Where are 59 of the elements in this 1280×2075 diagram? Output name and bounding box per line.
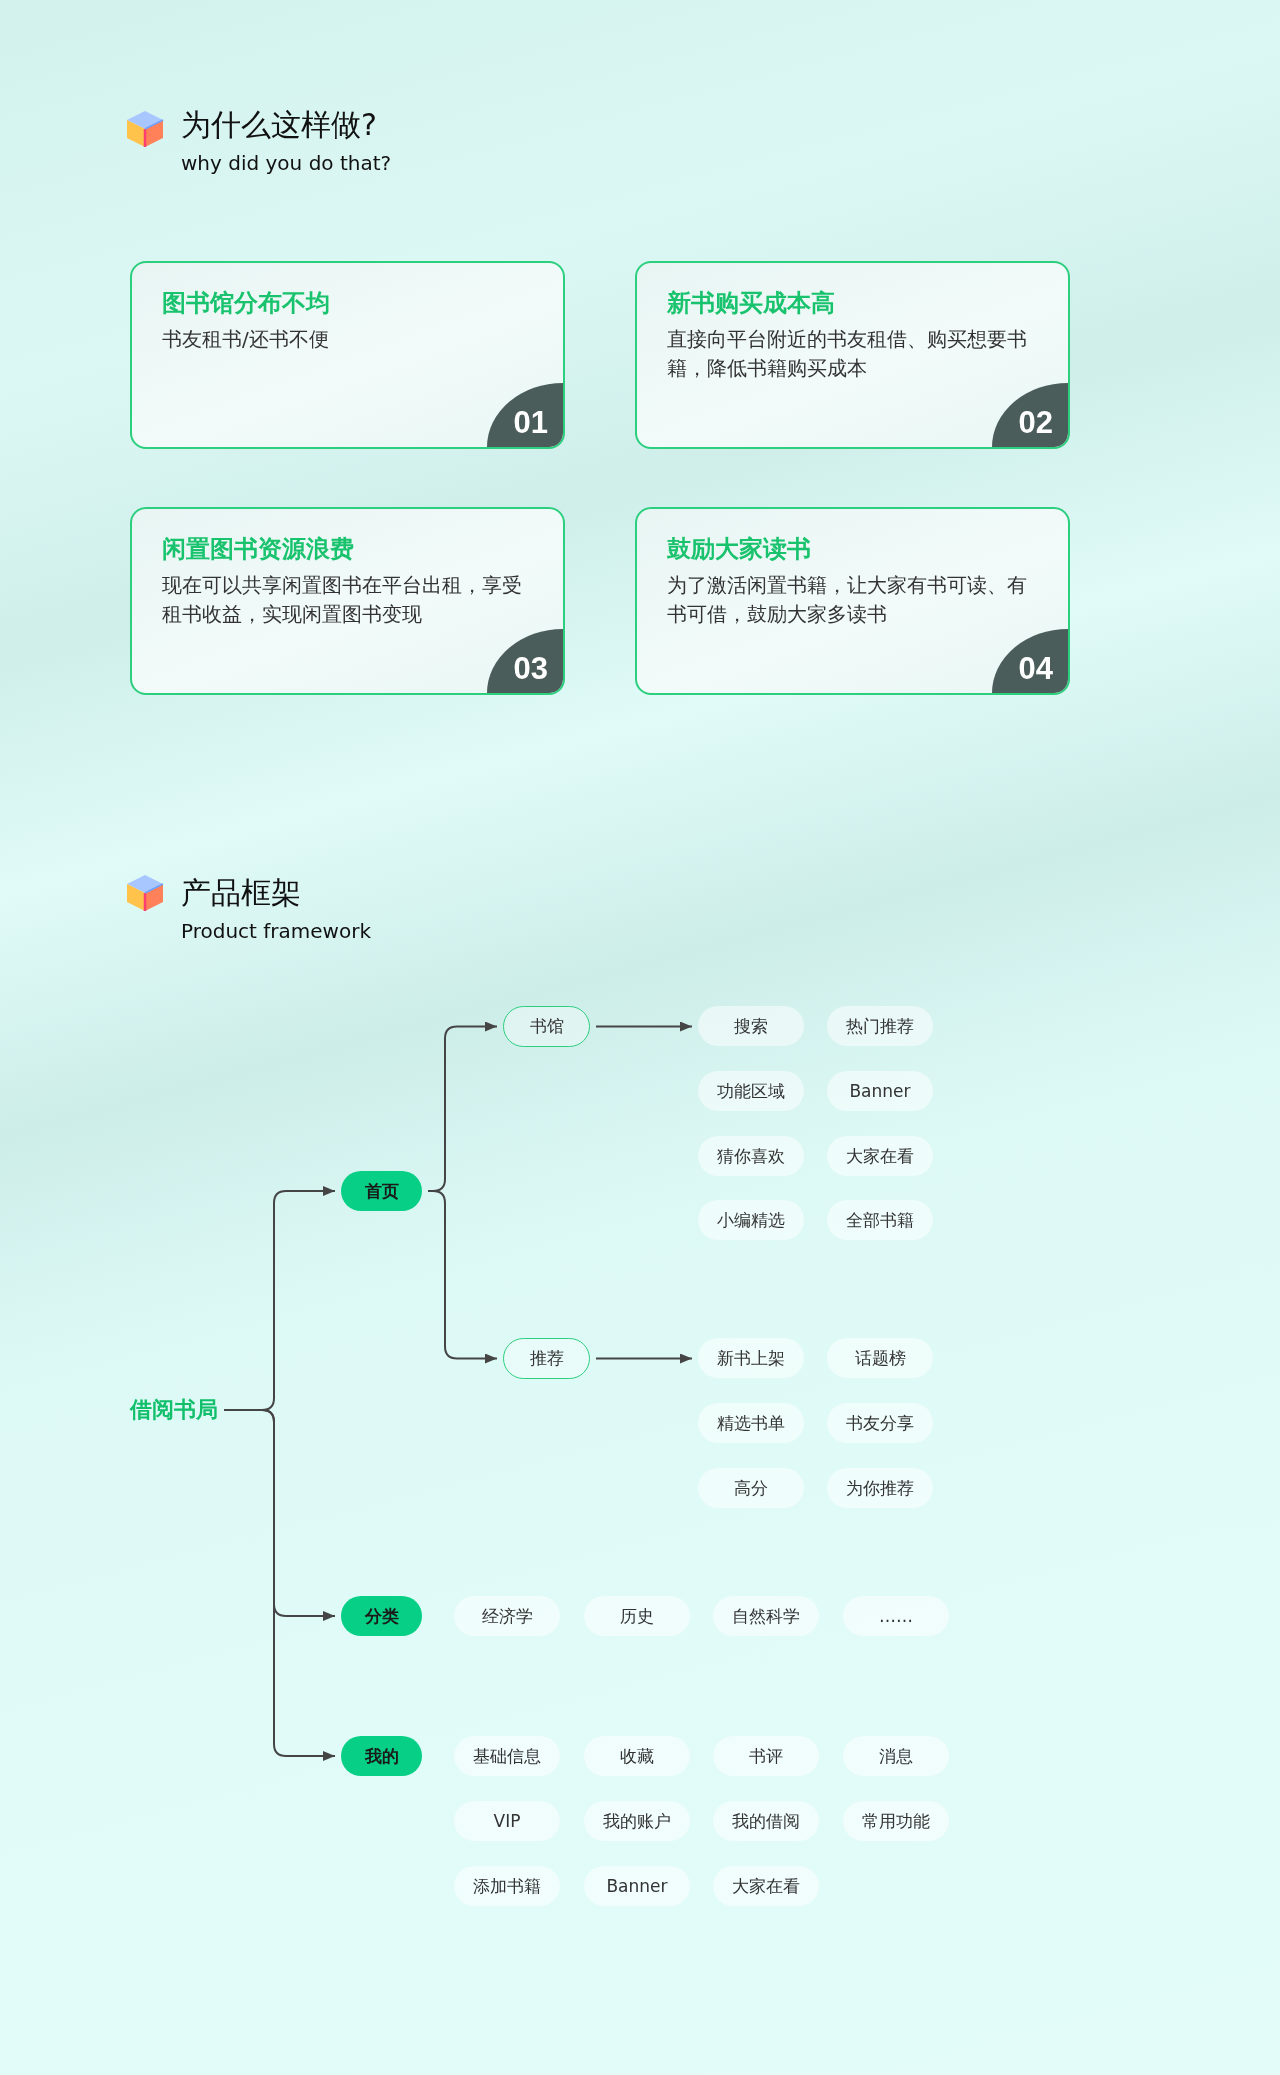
feature-item: 小编精选 (698, 1200, 804, 1240)
feature-item: 大家在看 (827, 1136, 933, 1176)
arrow (223, 1409, 336, 1761)
feature-item: 书友分享 (827, 1403, 933, 1443)
reason-card (130, 261, 565, 449)
number-badge: 03 (487, 629, 563, 693)
card-text: 书友租书/还书不便 (162, 326, 329, 353)
number-badge: 02 (992, 383, 1068, 447)
feature-item: 热门推荐 (827, 1006, 933, 1046)
reason-card (635, 507, 1070, 695)
root-topic: 借阅书局 (130, 1396, 218, 1424)
feature-item: 高分 (698, 1468, 804, 1508)
feature-item: 全部书籍 (827, 1200, 933, 1240)
subtopic: 书馆 (503, 1006, 590, 1047)
main-topic: 分类 (341, 1596, 422, 1636)
subtopic: 推荐 (503, 1338, 590, 1379)
feature-item: …… (843, 1596, 949, 1636)
feature-item: 常用功能 (843, 1801, 949, 1841)
arrow (595, 1021, 693, 1032)
feature-item: 新书上架 (698, 1338, 804, 1378)
feature-item: Banner (584, 1866, 690, 1906)
feature-item: Banner (827, 1071, 933, 1111)
arrow (595, 1353, 693, 1364)
feature-item: 历史 (584, 1596, 690, 1636)
section-subheading: Product framework (181, 919, 371, 944)
feature-item: VIP (454, 1801, 560, 1841)
main-topic: 我的 (341, 1736, 422, 1776)
card-title: 鼓励大家读书 (667, 534, 811, 565)
card-text: 现在可以共享闲置图书在平台出租，享受租书收益，实现闲置图书变现 (162, 572, 523, 628)
main-topic: 首页 (341, 1171, 422, 1211)
feature-item: 为你推荐 (827, 1468, 933, 1508)
section-heading: 产品框架 (181, 874, 301, 912)
reason-card (130, 507, 565, 695)
section-heading: 为什么这样做? (181, 106, 377, 144)
feature-item: 收藏 (584, 1736, 690, 1776)
number-badge: 01 (487, 383, 563, 447)
reason-card (635, 261, 1070, 449)
card-title: 图书馆分布不均 (162, 288, 330, 319)
feature-item: 话题榜 (827, 1338, 933, 1378)
number-badge: 04 (992, 629, 1068, 693)
feature-item: 消息 (843, 1736, 949, 1776)
card-title: 闲置图书资源浪费 (162, 534, 354, 565)
feature-item: 添加书籍 (454, 1866, 560, 1906)
feature-item: 书评 (713, 1736, 819, 1776)
section-subheading: why did you do that? (181, 151, 392, 176)
card-title: 新书购买成本高 (667, 288, 835, 319)
feature-item: 大家在看 (713, 1866, 819, 1906)
card-text: 为了激活闲置书籍，让大家有书可读、有书可借，鼓励大家多读书 (667, 572, 1028, 628)
feature-item: 搜索 (698, 1006, 804, 1046)
feature-item: 我的账户 (584, 1801, 690, 1841)
feature-item: 基础信息 (454, 1736, 560, 1776)
feature-item: 猜你喜欢 (698, 1136, 804, 1176)
feature-item: 功能区域 (698, 1071, 804, 1111)
arrow (427, 1190, 498, 1364)
feature-item: 经济学 (454, 1596, 560, 1636)
feature-item: 精选书单 (698, 1403, 804, 1443)
feature-item: 自然科学 (713, 1596, 819, 1636)
feature-item: 我的借阅 (713, 1801, 819, 1841)
card-text: 直接向平台附近的书友租借、购买想要书籍，降低书籍购买成本 (667, 326, 1028, 382)
